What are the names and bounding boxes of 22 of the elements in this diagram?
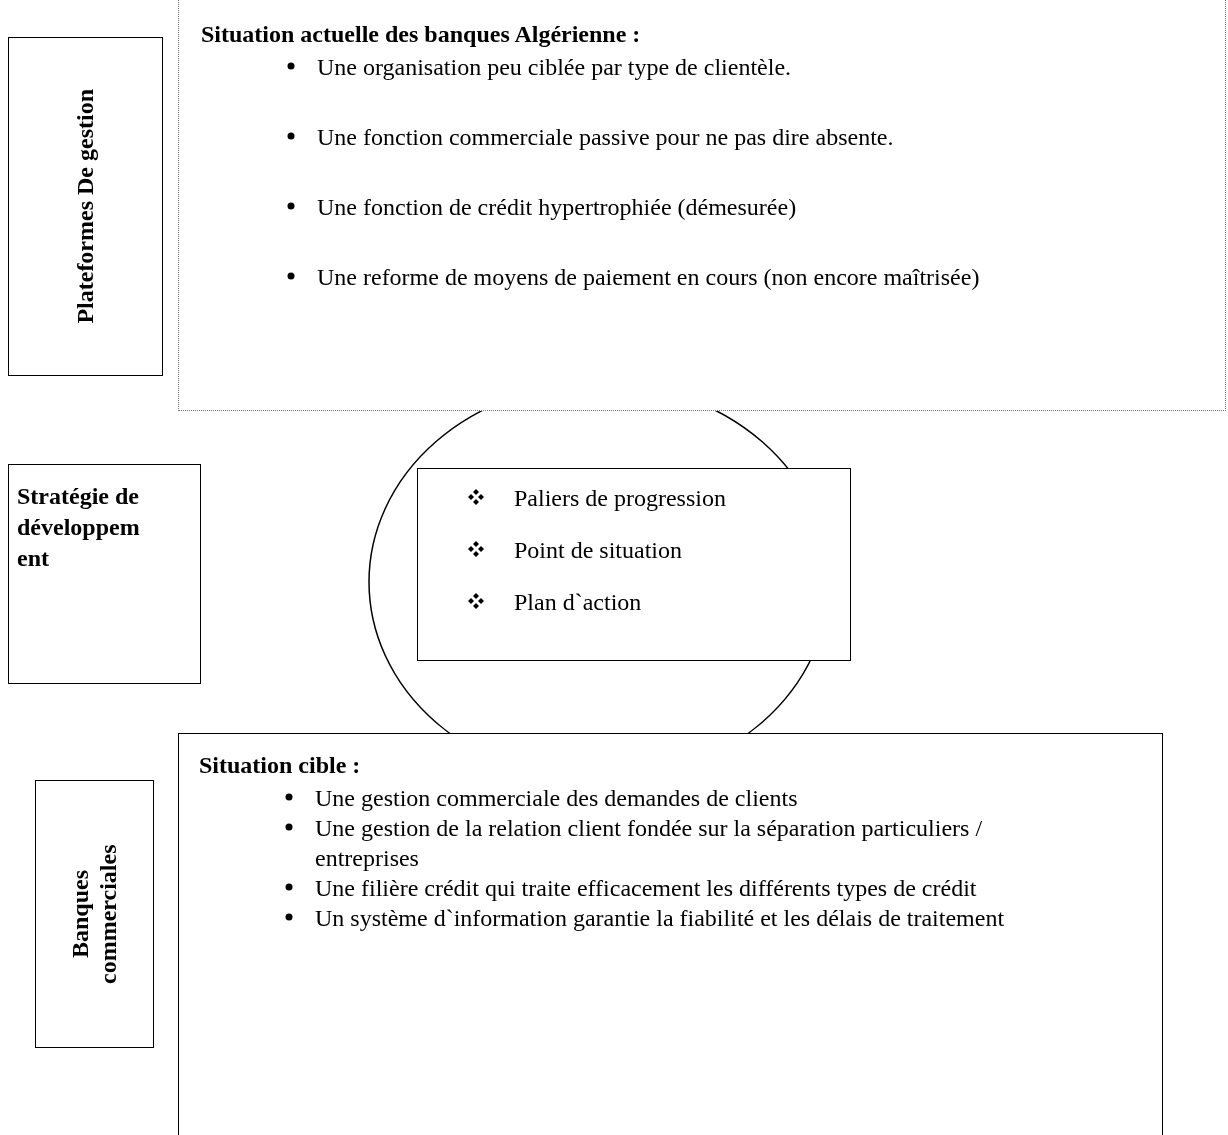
text-box xyxy=(8,37,163,376)
text-box xyxy=(35,780,154,1048)
bullet-item: Une reforme de moyens de paiement en cours (non encore maîtrisée) xyxy=(317,264,980,290)
bullet-item: Une gestion de la relation client fondée sur la séparation particuliers / entreprises xyxy=(315,815,983,871)
dotted-text-box xyxy=(178,0,1226,411)
text-box xyxy=(178,733,1163,1135)
bullet-item: Point de situation xyxy=(514,537,682,563)
vertical-label: Plateformes De gestion xyxy=(71,89,99,324)
bullet-item: Un système d`information garantie la fiabilité et les délais de traitement xyxy=(315,905,1005,931)
text-box xyxy=(8,464,201,684)
bullet-item: Une fonction de crédit hypertrophiée (démesurée) xyxy=(317,194,797,220)
section-heading: Situation cible : xyxy=(199,752,362,779)
bullet-item: Une fonction commerciale passive pour ne pas dire absente. xyxy=(317,124,894,150)
bullet-item: Une filière crédit qui traite efficacement les différents types de crédit xyxy=(315,875,977,901)
bullet-item: Une gestion commerciale des demandes de clients xyxy=(315,785,798,811)
bullet-item: Une organisation peu ciblée par type de clientèle. xyxy=(317,54,792,80)
section-heading: Situation actuelle des banques Algérienne : xyxy=(201,21,642,48)
vertical-label: Banques commerciales xyxy=(66,843,122,986)
bullet-item: Paliers de progression xyxy=(514,485,726,511)
section-label: Stratégie de développement xyxy=(17,482,140,574)
bullet-item: Plan d`action xyxy=(514,589,642,615)
text-box xyxy=(417,468,851,661)
